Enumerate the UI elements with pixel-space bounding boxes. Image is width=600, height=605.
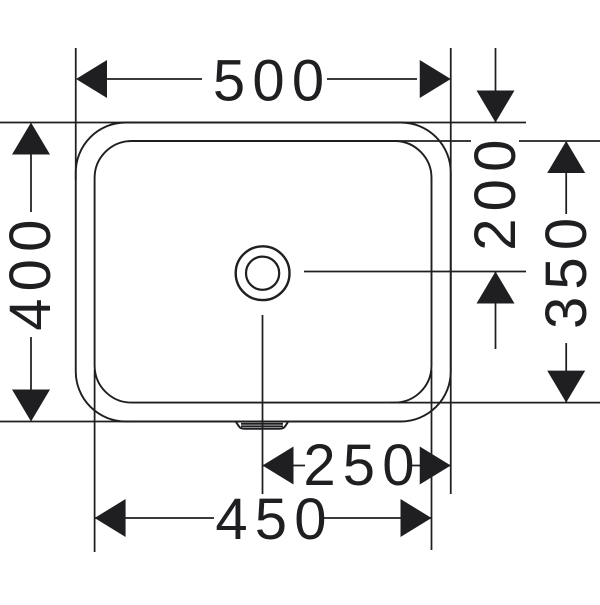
svg-text:500: 500 xyxy=(213,48,331,113)
svg-text:250: 250 xyxy=(303,433,421,498)
svg-text:450: 450 xyxy=(215,487,333,552)
svg-text:350: 350 xyxy=(534,211,599,329)
svg-text:400: 400 xyxy=(0,212,63,330)
svg-text:200: 200 xyxy=(463,132,528,250)
